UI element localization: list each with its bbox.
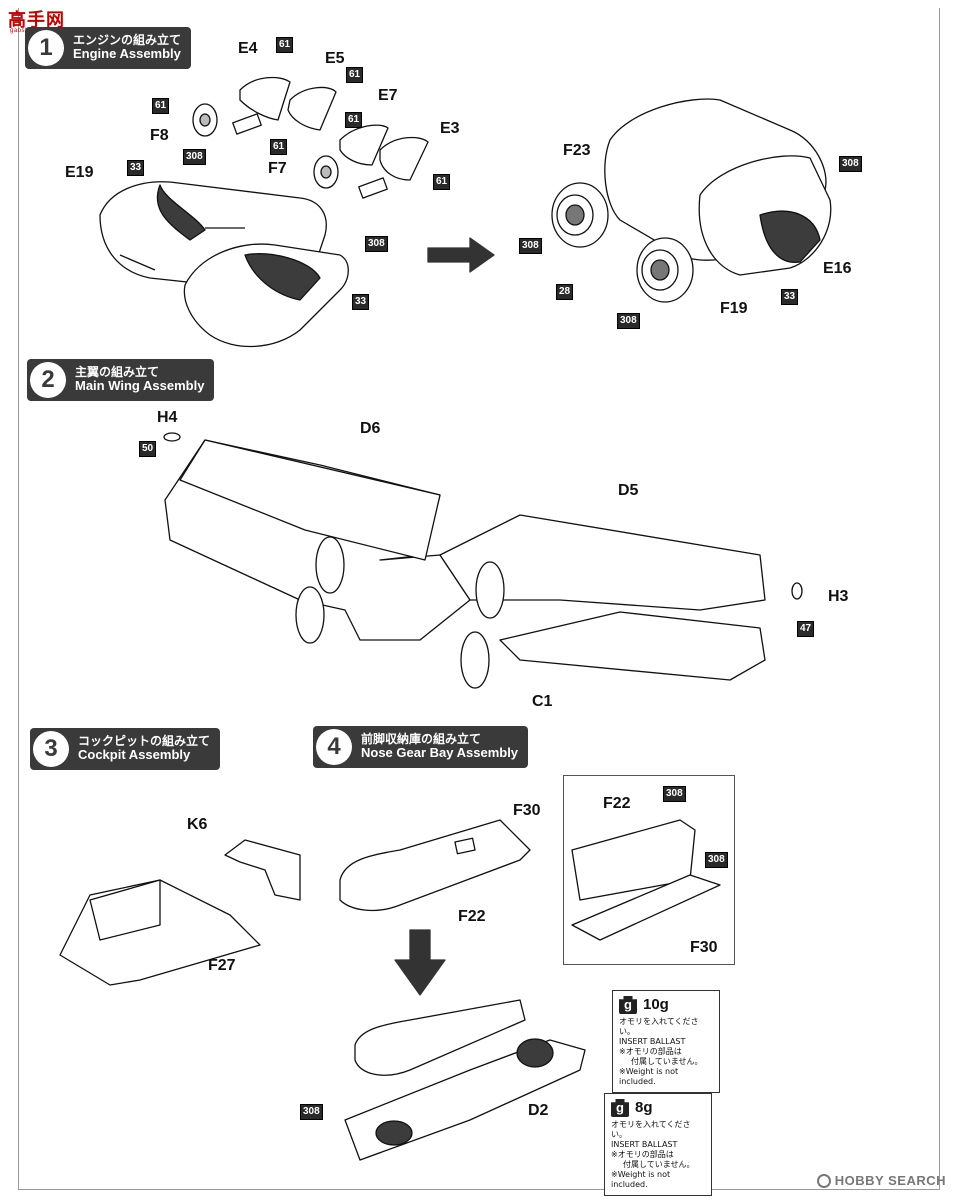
hobbysearch-logo: HOBBY SEARCH	[816, 1173, 946, 1188]
hobbysearch-mark-icon	[816, 1173, 831, 1188]
color-code-28: 28	[556, 284, 574, 300]
color-code-61: 61	[270, 139, 288, 155]
part-label-d5: D5	[618, 482, 639, 499]
ballast-note-jp-1: ※オモリの部品は	[611, 1150, 674, 1159]
engine-nacelle-open	[99, 181, 349, 348]
color-code-61: 61	[345, 112, 363, 128]
color-code-308: 308	[183, 149, 206, 165]
part-label-e3: E3	[440, 120, 460, 137]
watermark-title: 高手网	[8, 10, 65, 31]
step-4-header: 4 前脚収納庫の組み立て Nose Gear Bay Assembly	[313, 726, 529, 768]
ballast-text-jp: オモリを入れてください。	[619, 1017, 699, 1036]
f22-inset-frame	[563, 775, 735, 965]
nose-gear-bay-drawing	[339, 819, 721, 1161]
color-code-308: 308	[519, 238, 542, 254]
step1-arrow	[427, 237, 495, 273]
main-wing-drawing	[163, 432, 803, 689]
step-2-title-jp: 主翼の組み立て	[75, 364, 160, 379]
color-code-33: 33	[127, 160, 145, 176]
ballast-text-en: INSERT BALLAST	[619, 1037, 686, 1046]
step-2-number: 2	[30, 362, 66, 398]
page-frame	[18, 8, 940, 1190]
color-code-308: 308	[663, 786, 686, 802]
part-label-f22-inset: F22	[603, 795, 631, 812]
part-label-d2: D2	[528, 1102, 549, 1119]
color-code-61: 61	[346, 67, 364, 83]
part-label-e16: E16	[823, 260, 852, 277]
color-code-308: 308	[839, 156, 862, 172]
part-label-h3: H3	[828, 588, 849, 605]
step-3-header: 3 コックピットの組み立て Cockpit Assembly	[30, 728, 221, 770]
engine-nacelle-assembled	[551, 98, 832, 303]
part-label-d6: D6	[360, 420, 381, 437]
step-2-header: 2 主翼の組み立て Main Wing Assembly	[27, 359, 215, 401]
step-4-number: 4	[316, 729, 352, 765]
part-label-f27: F27	[208, 957, 236, 974]
part-label-f30-inset: F30	[690, 939, 718, 956]
color-code-308: 308	[300, 1104, 323, 1120]
ballast-note-jp-2: 付属していません。	[631, 1057, 703, 1066]
part-label-e5: E5	[325, 50, 345, 67]
ballast-note-en: ※Weight is not included.	[619, 1067, 679, 1086]
color-code-61: 61	[152, 98, 170, 114]
part-label-c1: C1	[532, 693, 553, 710]
color-code-61: 61	[433, 174, 451, 190]
color-code-308: 308	[705, 852, 728, 868]
weight-icon: g	[611, 1099, 629, 1117]
ballast-weight: 10g	[643, 996, 669, 1013]
step-1-number: 1	[28, 30, 64, 66]
ballast-note-jp-2: 付属していません。	[623, 1160, 695, 1169]
part-label-h4: H4	[157, 409, 178, 426]
color-code-308: 308	[617, 313, 640, 329]
step-3-title-en: Cockpit Assembly	[78, 747, 191, 763]
step-1-title-en: Engine Assembly	[73, 46, 181, 62]
color-code-50: 50	[139, 441, 157, 457]
color-code-33: 33	[781, 289, 799, 305]
part-label-k6: K6	[187, 816, 208, 833]
color-code-33: 33	[352, 294, 370, 310]
ballast-note-10g: g 10g オモリを入れてください。 INSERT BALLAST ※オモリの部…	[612, 990, 720, 1093]
color-code-47: 47	[797, 621, 815, 637]
weight-icon: g	[619, 996, 637, 1014]
ballast-text-en: INSERT BALLAST	[611, 1140, 678, 1149]
part-label-f8: F8	[150, 127, 169, 144]
color-code-61: 61	[276, 37, 294, 53]
color-code-308: 308	[365, 236, 388, 252]
step-2-title-en: Main Wing Assembly	[75, 378, 205, 394]
cockpit-drawing	[59, 839, 301, 986]
part-label-f7: F7	[268, 160, 287, 177]
part-label-f23: F23	[563, 142, 591, 159]
part-label-e19: E19	[65, 164, 94, 181]
hobbysearch-logo-text: HOBBY SEARCH	[834, 1173, 946, 1188]
step-1-title-jp: エンジンの組み立て	[73, 32, 182, 47]
part-label-f22: F22	[458, 908, 486, 925]
part-label-f19: F19	[720, 300, 748, 317]
part-label-e4: E4	[238, 40, 258, 57]
step-4-title-jp: 前脚収納庫の組み立て	[361, 731, 482, 746]
ballast-text-jp: オモリを入れてください。	[611, 1120, 691, 1139]
step-3-title-jp: コックピットの組み立て	[78, 733, 211, 748]
step-1-header: 1 エンジンの組み立て Engine Assembly	[25, 27, 192, 69]
ballast-note-jp-1: ※オモリの部品は	[619, 1047, 682, 1056]
part-label-e7: E7	[378, 87, 398, 104]
ballast-note-8g: g 8g オモリを入れてください。 INSERT BALLAST ※オモリの部品…	[604, 1093, 712, 1196]
engine-internal-parts	[192, 76, 429, 199]
step-3-number: 3	[33, 731, 69, 767]
part-label-f30: F30	[513, 802, 541, 819]
ballast-note-en: ※Weight is not included.	[611, 1170, 671, 1189]
step-4-title-en: Nose Gear Bay Assembly	[361, 745, 519, 761]
ballast-weight: 8g	[635, 1099, 653, 1116]
